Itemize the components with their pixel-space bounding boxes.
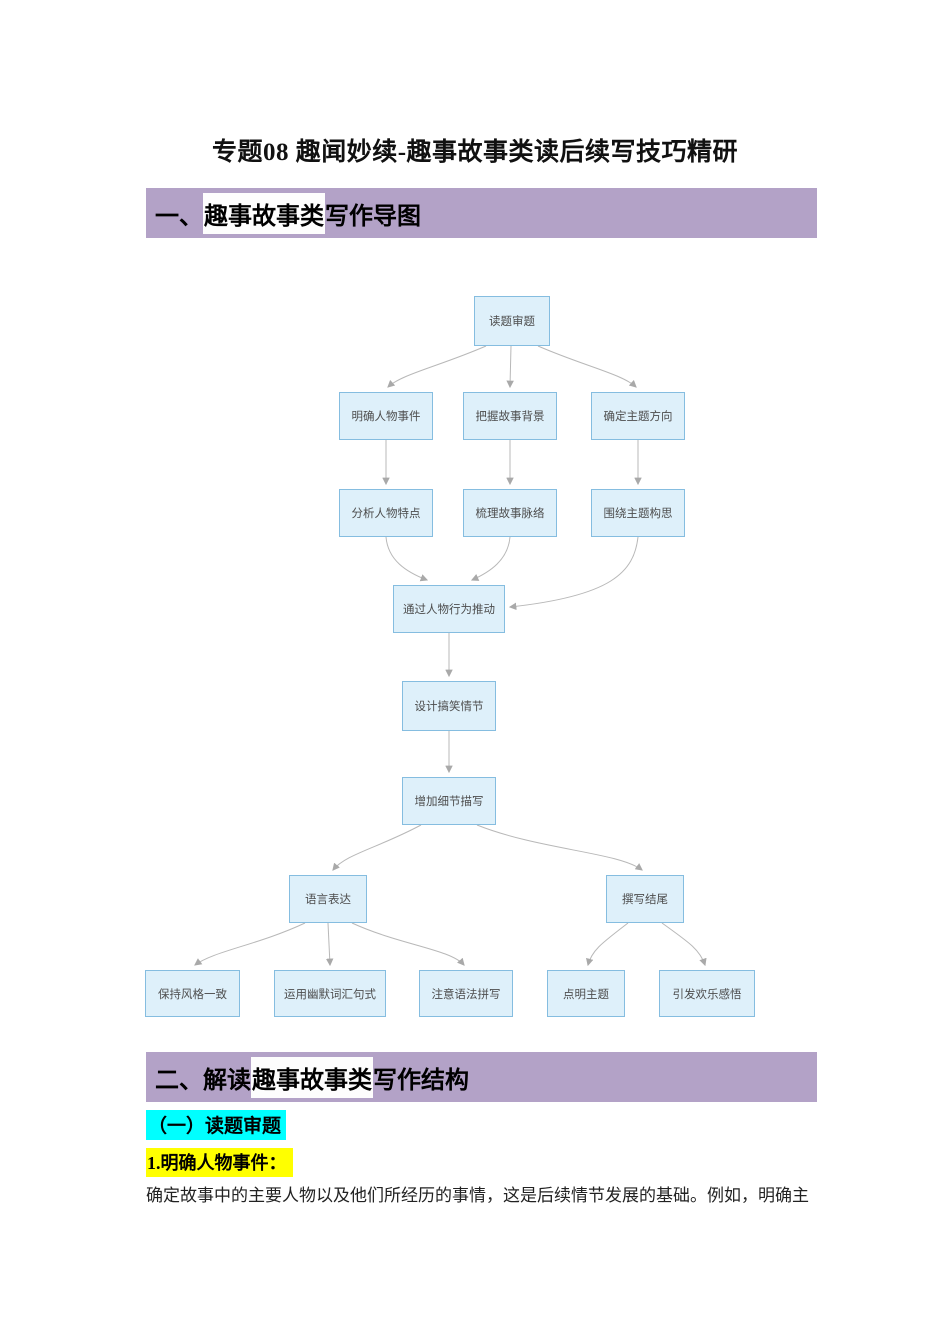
flowchart-node: 保持风格一致 xyxy=(145,970,240,1017)
flowchart-node: 注意语法拼写 xyxy=(419,970,513,1017)
heading-prefix: 二、解读 xyxy=(155,1067,251,1094)
body-paragraph: 确定故事中的主要人物以及他们所经历的事情，这是后续情节发展的基础。例如，明确主 xyxy=(146,1186,809,1205)
page-title: 专题08 趣闻妙续-趣事故事类读后续写技巧精研 xyxy=(211,139,739,166)
heading-highlight: 趣事故事类 xyxy=(251,1056,373,1098)
section-heading-one: 一、趣事故事类写作导图 xyxy=(146,188,817,238)
flowchart-node: 明确人物事件 xyxy=(339,392,433,440)
flowchart-connector-layer xyxy=(194,345,707,967)
section-heading-two: 二、解读趣事故事类写作结构 xyxy=(146,1052,817,1102)
point-heading: 1.明确人物事件： xyxy=(146,1148,293,1177)
flowchart-node: 围绕主题构思 xyxy=(591,489,685,537)
heading-highlight: 趣事故事类 xyxy=(203,192,325,234)
flowchart-node: 语言表达 xyxy=(289,875,367,923)
flowchart-node: 读题审题 xyxy=(474,296,550,346)
flowchart-node: 通过人物行为推动 xyxy=(393,585,505,633)
flowchart-node: 设计搞笑情节 xyxy=(402,681,496,731)
flowchart-node: 引发欢乐感悟 xyxy=(659,970,755,1017)
subsection-heading: （一）读题审题 xyxy=(146,1110,287,1140)
flowchart-node: 分析人物特点 xyxy=(339,489,433,537)
flowchart-node: 运用幽默词汇句式 xyxy=(274,970,386,1017)
flowchart-node: 把握故事背景 xyxy=(463,392,557,440)
heading-suffix: 写作结构 xyxy=(373,1067,469,1094)
flowchart-node: 点明主题 xyxy=(547,970,625,1017)
heading-suffix: 写作导图 xyxy=(325,203,421,230)
flowchart-node: 梳理故事脉络 xyxy=(463,489,557,537)
flowchart-node: 确定主题方向 xyxy=(591,392,685,440)
flowchart-node: 增加细节描写 xyxy=(402,777,496,825)
flowchart-node: 撰写结尾 xyxy=(606,875,684,923)
heading-prefix: 一、 xyxy=(155,203,203,230)
flowchart-diagram: 读题审题 明确人物事件 把握故事背景 确定主题方向 分析人物特点 梳理故事脉络 … xyxy=(0,280,950,1040)
